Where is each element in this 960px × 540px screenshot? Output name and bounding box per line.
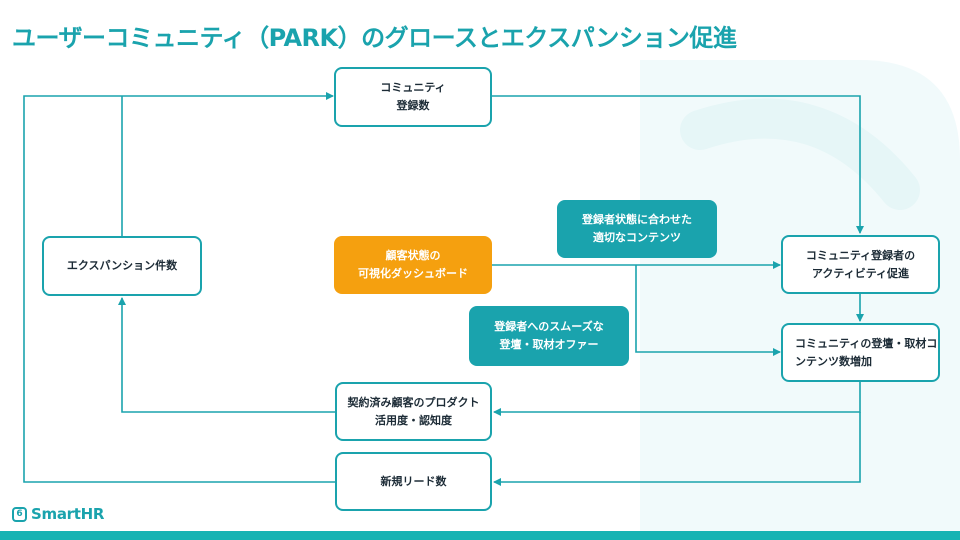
node-customer-dashboard: 顧客状態の 可視化ダッシュボード — [334, 236, 492, 294]
connector-new-leads-to-registrations — [23, 92, 335, 483]
node-product-usage: 契約済み顧客のプロダクト 活用度・認知度 — [335, 382, 492, 441]
node-slim-offer: 登録者へのスムーズな 登壇・取材オファー — [469, 306, 629, 366]
connector-registrations-to-activity — [492, 95, 864, 234]
node-member-activity: コミュニティ登録者の アクティビティ促進 — [781, 235, 940, 294]
connector-dashboard-to-content — [635, 265, 781, 356]
node-community-registrations: コミュニティ 登録数 — [334, 67, 492, 127]
node-expansion-count: エクスパンション件数 — [42, 236, 202, 296]
node-content-by-state: 登録者状態に合わせた 適切なコンテンツ — [557, 200, 717, 258]
smarthr-logo-text: SmartHR — [31, 505, 105, 523]
node-content-increase: コミュニティの登壇・取材コ ンテンツ数増加 — [781, 323, 940, 382]
connector-content-to-leads — [493, 412, 861, 486]
page-title: ユーザーコミュニティ（PARK）のグロースとエクスパンション促進 — [12, 24, 737, 52]
connector-usage-to-expansion — [118, 297, 335, 413]
connector-content-to-usage — [493, 382, 861, 416]
smarthr-mark-icon: 6 — [12, 506, 27, 522]
bottom-accent-bar — [0, 531, 960, 540]
smarthr-logo: 6 SmartHR — [12, 505, 104, 523]
node-new-leads: 新規リード数 — [335, 452, 492, 511]
